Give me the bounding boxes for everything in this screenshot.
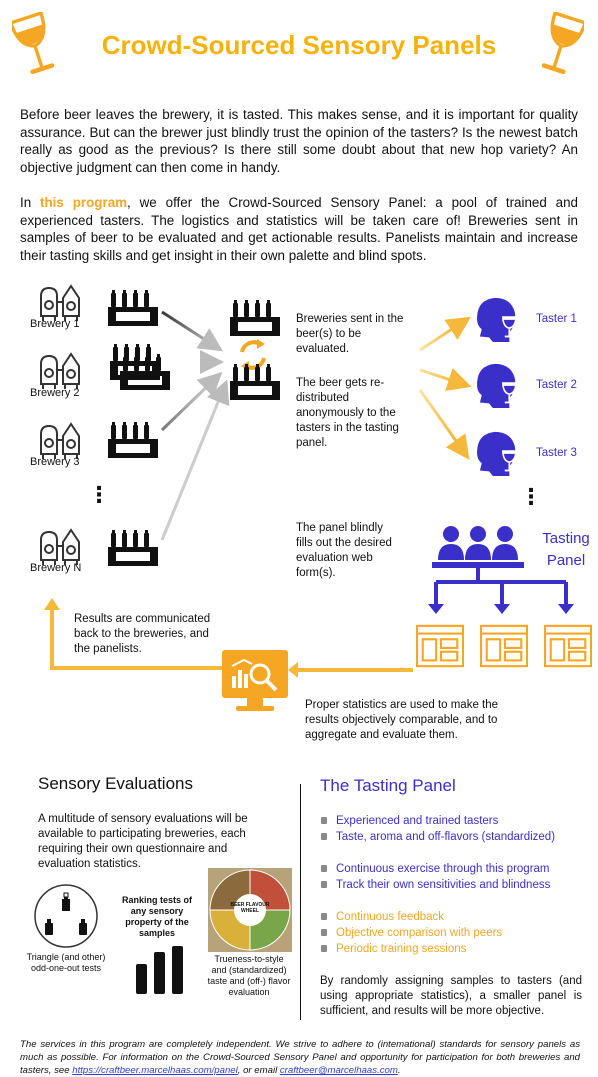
- web-form-icon: [544, 624, 592, 668]
- flow-sent-in-text: Breweries sent in the beer(s) to be eval…: [296, 313, 404, 355]
- intro-paragraph: Before beer leaves the brewery, it is ta…: [20, 107, 578, 175]
- ranking-test-label: Ranking tests of any sensory property of…: [121, 895, 192, 938]
- sensory-text: A multitude of sensory evaluations will …: [38, 813, 248, 870]
- panel-heading: The Tasting Panel: [320, 776, 456, 795]
- bar-chart-icon: [136, 946, 183, 994]
- web-form-icon: [416, 624, 464, 668]
- list-item: Track their own sensitivities and blindn…: [320, 877, 590, 893]
- flow-fill-out-text: The panel blindly fills out the desired …: [296, 522, 392, 579]
- brewery-label: Brewery N: [30, 562, 82, 574]
- panel-list-3: Continuous feedback Objective comparison…: [320, 909, 590, 957]
- panel-link[interactable]: https://craftbeer.marcelhaas.com/panel: [72, 1065, 238, 1076]
- list-item: Periodic training sessions: [320, 941, 590, 957]
- page-title: Crowd-Sourced Sensory Panels: [101, 30, 497, 60]
- footer-text: The services in this program are complet…: [20, 1039, 580, 1076]
- sensory-heading: Sensory Evaluations: [38, 774, 193, 793]
- ellipsis: ⋮: [520, 484, 542, 509]
- list-item: Taste, aroma and off-flavors (standardiz…: [320, 829, 590, 845]
- panel-list-2: Continuous exercise through this program…: [320, 861, 590, 893]
- beer-crate-icon: [230, 362, 280, 402]
- taster-label: Taster 3: [536, 447, 577, 459]
- flow-statistics-text: Proper statistics are used to make the r…: [305, 699, 499, 741]
- email-link[interactable]: craftbeer@marcelhaas.com: [279, 1065, 398, 1076]
- people-group-icon: [432, 526, 524, 568]
- trueness-label: Trueness-to-style and (standardized) tas…: [207, 954, 291, 997]
- taster-face-icon: [474, 296, 530, 342]
- flow-redistributed-text: The beer gets re-distributed anonymously…: [296, 377, 399, 449]
- taster-face-icon: [474, 430, 530, 476]
- flavour-wheel-label: BEER FLAVOUR WHEEL: [230, 902, 270, 914]
- list-item: Experienced and trained tasters: [320, 813, 590, 829]
- list-item: Continuous exercise through this program: [320, 861, 590, 877]
- ellipsis: ⋮: [88, 482, 110, 507]
- beer-crate-icon: [230, 298, 280, 338]
- program-highlight: this program: [40, 195, 128, 210]
- list-item: Continuous feedback: [320, 909, 590, 925]
- column-divider: [300, 784, 301, 1020]
- taster-label: Taster 1: [536, 313, 577, 325]
- web-form-icon: [480, 624, 528, 668]
- taster-label: Taster 2: [536, 379, 577, 391]
- brewery-label: Brewery 1: [30, 318, 80, 330]
- program-paragraph: In this program, we offer the Crowd-Sour…: [20, 195, 579, 263]
- analytics-monitor-icon: [222, 650, 288, 711]
- panel-closing-text: By randomly assigning samples to tasters…: [320, 975, 582, 1017]
- flow-results-text: Results are communicated back to the bre…: [74, 613, 211, 655]
- brewery-label: Brewery 3: [30, 456, 80, 468]
- brewery-label: Brewery 2: [30, 387, 80, 399]
- list-item: Objective comparison with peers: [320, 925, 590, 941]
- flavour-wheel-icon: [208, 868, 292, 952]
- triangle-test-label: Triangle (and other) odd-one-out tests: [26, 952, 106, 973]
- bottles-circle-icon: [34, 884, 98, 948]
- taster-face-icon: [474, 362, 530, 408]
- panel-list-1: Experienced and trained tasters Taste, a…: [320, 813, 590, 845]
